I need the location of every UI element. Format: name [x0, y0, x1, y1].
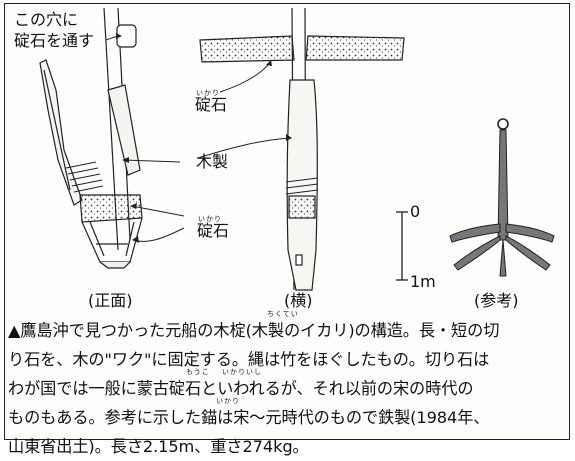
iron-anchor-drawing [449, 118, 555, 277]
caption-line-2: り石を、木の"ワク"に固定する。縄は竹をほぐしたもの。切り石は [8, 350, 490, 369]
stone-top-label: 碇石 [195, 95, 228, 114]
ruby-ikari: いかり [216, 397, 240, 405]
hole-label-line2: 碇石を通す [14, 31, 95, 50]
caption-line-4: ものもある。参考に示した錨は宋～元時代のもので鉄製(1984年、 [8, 408, 490, 427]
side-view-caption: (横) [284, 291, 313, 310]
ruby-moko: もうこ [186, 368, 210, 376]
front-view-caption: (正面) [88, 291, 133, 310]
caption-line-1: ▲鷹島沖で見つかった元船の木椗(木製のイカリ)の構造。長・短の切 [8, 321, 500, 340]
scale-bar [396, 211, 408, 281]
anchor-illustration [39, 7, 555, 291]
caption-text: ▲鷹島沖で見つかった元船の木椗(木製のイカリ)の構造。長・短の切 り石を、木の"… [8, 316, 568, 461]
side-view-drawing [199, 7, 405, 291]
stone-top-ruby: いかり [196, 89, 220, 97]
scale-1m-label: 1m [410, 272, 436, 291]
hole-label-line1: この穴に [14, 10, 79, 29]
stone-bottom-ruby: いかり [198, 215, 222, 223]
wood-label: 木製 [196, 152, 229, 171]
front-view-drawing [39, 7, 143, 269]
ruby-chotei: ちくてい [267, 310, 299, 318]
reference-caption: (参考) [474, 291, 519, 310]
caption-line-5: 山東省出土)。長さ2.15m、重さ274kg。 [8, 437, 309, 456]
caption-line-3: わが国では一般に蒙古碇石といわれるが、それ以前の宋の時代の [8, 379, 474, 398]
scale-zero-label: 0 [410, 202, 421, 221]
ruby-ikariishi: いかりいし [222, 368, 262, 376]
stone-bottom-label: 碇石 [197, 221, 230, 240]
